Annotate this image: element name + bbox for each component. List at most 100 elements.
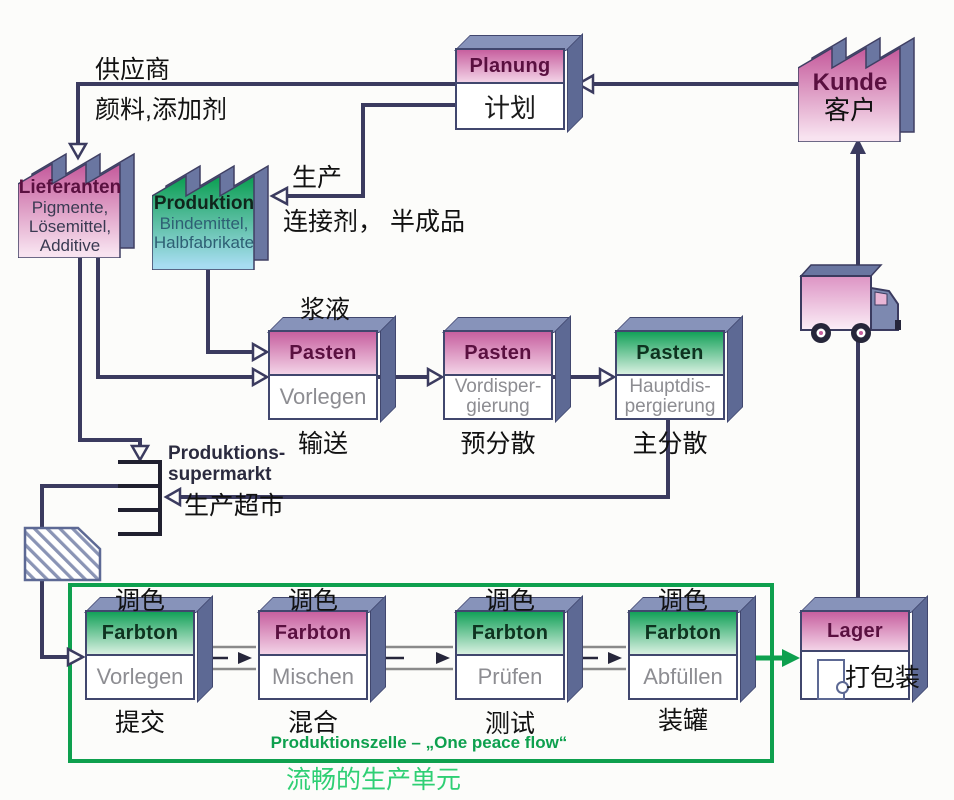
pasten2-body: Vordisper- gierung <box>445 376 551 418</box>
arrowhead-into-supermarket-right <box>163 486 182 508</box>
box-3d-side <box>197 595 213 703</box>
pasten3-step-line1: Hauptdis- <box>629 376 711 397</box>
farbton2-body: Mischen <box>260 656 366 698</box>
supermarket-label-de: Produktions- supermarkt <box>168 443 285 485</box>
pasten2-header: Pasten <box>445 332 551 376</box>
arrowhead-into-pasten1-upper <box>251 341 270 363</box>
flow-supermarket-to-hatch <box>40 484 120 527</box>
planung-body: 计划 <box>457 84 563 128</box>
arrowhead-into-produktion <box>269 185 289 207</box>
lager-title: Lager <box>827 619 883 642</box>
label-farbton4-below: 装罐 <box>657 707 708 735</box>
kunde-factory: Kunde 客户 <box>797 18 920 143</box>
box-3d-side <box>567 595 583 703</box>
farbton2-header: Farbton <box>260 612 366 656</box>
farbton3-body: Prüfen <box>457 656 563 698</box>
factory-icon <box>151 164 269 271</box>
planung-header: Planung <box>457 50 563 84</box>
pasten3-title: Pasten <box>636 341 704 364</box>
production-cell-title-cn: 流畅的生产单元 <box>286 766 462 794</box>
label-production-materials: 连接剂， 半成品 <box>283 208 465 236</box>
supermarket-label-cn: 生产超市 <box>184 492 285 520</box>
label-farbton4-above: 调色 <box>657 587 708 615</box>
supermarket-label-de-line2: supermarkt <box>168 464 272 485</box>
farbton1-body: Vorlegen <box>87 656 193 698</box>
arrowhead-into-pasten3 <box>598 366 617 388</box>
label-production: 生产 <box>292 164 343 192</box>
lieferanten-line2: Lösemittel, <box>28 217 112 236</box>
lieferanten-factory: Lieferanten Pigmente, Lösemittel, Additi… <box>17 134 140 259</box>
flow-lieferanten-to-pasten1 <box>96 256 253 379</box>
pasten3-body: Hauptdis- pergierung <box>617 376 723 418</box>
box-3d-side <box>370 595 386 703</box>
box-3d-side <box>740 595 756 703</box>
production-cell-title-de: Produktionszelle – „One peace flow“ <box>270 733 568 752</box>
produktion-factory: Produktion Bindemittel, Halbfabrikate <box>151 146 274 271</box>
farbton3-header: Farbton <box>457 612 563 656</box>
label-supplier-materials: 颜料,添加剂 <box>95 96 227 124</box>
produktion-line2: Halbfabrikate <box>153 233 255 252</box>
label-slurry: 浆液 <box>300 296 351 324</box>
box-3d-side <box>567 33 583 133</box>
arrowhead-into-pasten2 <box>426 366 445 388</box>
lieferanten-line3: Additive <box>39 236 101 255</box>
planung-subtitle: 计划 <box>483 92 536 123</box>
arrowhead-into-supermarket-top <box>129 444 151 463</box>
kunde-subtitle: 客户 <box>823 95 876 125</box>
flow-planung-to-lieferanten <box>76 82 455 144</box>
pasten2-step-line1: Vordisper- <box>454 376 542 397</box>
hatched-shape-icon <box>23 526 102 582</box>
pasten1-body: Vorlegen <box>270 376 376 418</box>
arrowhead-into-farbton1 <box>66 646 86 668</box>
fifo-arrow-3-head <box>608 652 622 664</box>
produktion-title: Produktion <box>153 193 255 214</box>
pasten3-header: Pasten <box>617 332 723 376</box>
supermarket-icon <box>118 460 162 536</box>
pasten2-step-line2: gierung <box>466 396 530 417</box>
pasten1-title: Pasten <box>289 341 357 364</box>
door-icon <box>817 659 849 700</box>
kunde-title: Kunde <box>812 69 888 96</box>
flow-planung-to-produktion <box>287 103 455 198</box>
farbton4-title: Farbton <box>644 621 722 644</box>
arrowhead-into-lieferanten <box>67 142 89 161</box>
label-farbton3-below: 测试 <box>484 710 535 738</box>
farbton4-header: Farbton <box>630 612 736 656</box>
supermarket-label-de-line1: Produktions- <box>168 443 286 464</box>
arrowhead-into-lager <box>782 649 800 667</box>
arrowhead-into-pasten1-lower <box>251 366 270 388</box>
label-farbton1-above: 调色 <box>114 587 165 615</box>
farbton2-step: Mischen <box>272 664 354 689</box>
flow-pasten3-to-supermarket <box>180 420 670 499</box>
farbton2-title: Farbton <box>274 621 352 644</box>
label-lager-cn: 打包装 <box>845 664 921 692</box>
produktion-line1: Bindemittel, <box>159 214 249 233</box>
pasten1-step: Vorlegen <box>279 384 367 409</box>
label-supplier: 供应商 <box>95 56 171 84</box>
flow-hatch-to-farbton1 <box>40 580 68 659</box>
label-farbton3-above: 调色 <box>484 587 535 615</box>
factory-icon <box>797 36 915 143</box>
production-cell-border <box>68 583 774 763</box>
label-farbton2-above: 调色 <box>287 587 338 615</box>
factory-icon <box>17 152 135 259</box>
farbton1-header: Farbton <box>87 612 193 656</box>
label-pasten3-cn: 主分散 <box>632 430 708 458</box>
planung-title: Planung <box>469 54 551 77</box>
fifo-arrow-1-head <box>238 652 252 664</box>
box-3d-side <box>555 315 571 423</box>
box-3d-side <box>727 315 743 423</box>
flow-produktion-to-pasten1 <box>206 268 253 354</box>
truck-icon <box>795 258 915 358</box>
label-farbton2-below: 混合 <box>287 709 338 737</box>
lieferanten-line1: Pigmente, <box>31 198 109 217</box>
label-pasten2-cn: 预分散 <box>460 430 536 458</box>
farbton3-title: Farbton <box>471 621 549 644</box>
label-pasten1-cn: 输送 <box>297 430 348 458</box>
pasten3-step-line2: pergierung <box>624 396 716 417</box>
arrowhead-into-planung <box>575 73 595 95</box>
pasten2-title: Pasten <box>464 341 532 364</box>
lager-header: Lager <box>802 612 908 652</box>
pasten1-header: Pasten <box>270 332 376 376</box>
